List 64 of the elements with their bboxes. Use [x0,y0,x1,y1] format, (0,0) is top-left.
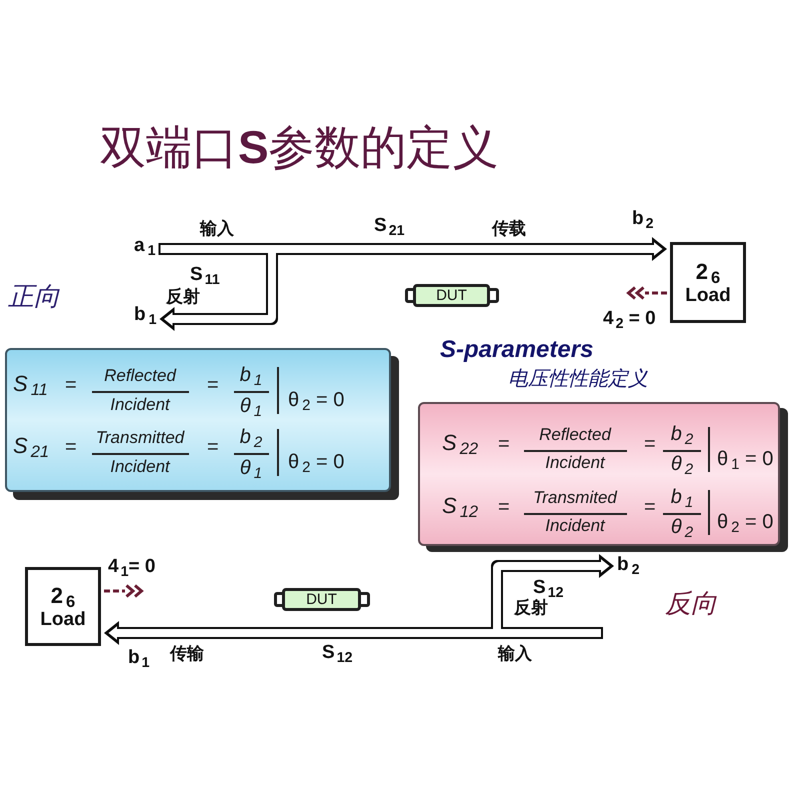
equals-sign: = [498,434,510,454]
edge-label: 4$_{2}$ = 0 [603,309,656,328]
condition: θ$_{2}$ = 0 [717,512,774,532]
signal-label: 反射 [514,599,548,616]
parameter-symbol: S$_{12}$ [442,495,478,517]
equals-sign: = [498,497,510,517]
direction-heading: 正向 [8,283,60,309]
condition: θ$_{1}$ = 0 [717,449,774,469]
condition: θ$_{2}$ = 0 [288,390,344,410]
denominator: Incident [110,458,170,475]
denominator: θ$_{2}$ [670,454,694,474]
signal-label: 传输 [170,645,204,662]
denominator: Incident [110,396,170,413]
load-box [670,242,746,323]
numerator: Transmitted [96,429,184,446]
denominator: θ$_{1}$ [240,458,262,478]
denominator: θ$_{1}$ [240,396,262,416]
parameter-label: S$_{21}$ [374,216,405,235]
formula-panel [5,348,391,492]
section-heading: S-parameters [440,338,594,362]
denominator: θ$_{2}$ [670,517,694,537]
denominator: Incident [545,454,605,471]
numerator: b$_{2}$ [670,424,694,444]
impedance-label: 2$_{6}$ [696,260,720,282]
wave-label: b$_{2}$ [617,555,640,574]
denominator: Incident [545,517,605,534]
signal-label: 反射 [166,288,200,305]
numerator: b$_{1}$ [240,365,262,385]
wave-label: b$_{1}$ [128,648,150,667]
wave-label: b$_{1}$ [134,305,157,324]
numerator: b$_{1}$ [670,487,694,507]
signal-label: 传载 [492,220,526,237]
numerator: Reflected [539,426,611,443]
parameter-symbol: S$_{21}$ [13,435,50,457]
equals-sign: = [207,437,219,457]
numerator: b$_{2}$ [240,427,262,447]
wave-label: a$_{1}$ [134,236,156,255]
load-box [25,567,101,646]
edge-label: 4$_{1}$= 0 [108,557,156,576]
equals-sign: = [644,434,656,454]
dut-box: DUT [413,284,490,307]
parameter-label: S$_{12}$ [322,643,353,662]
parameter-symbol: S$_{11}$ [13,373,48,395]
numerator: Reflected [104,367,176,384]
impedance-label: 2$_{6}$ [50,584,76,606]
signal-label: 输入 [498,645,532,662]
parameter-label: S$_{11}$ [190,265,220,284]
dut-box: DUT [282,588,361,611]
condition: θ$_{2}$ = 0 [288,452,344,472]
signal-label: 输入 [200,220,234,237]
load-label: Load [685,286,731,304]
direction-heading: 反向 [665,590,717,616]
subheading: 电压性性能定义 [508,369,648,389]
numerator: Transmited [533,489,617,506]
title: 双端口S参数的定义 [100,124,499,171]
equals-sign: = [644,497,656,517]
parameter-symbol: S$_{22}$ [442,432,478,454]
load-label: Load [40,610,86,628]
parameter-label: S$_{12}$ [533,578,564,597]
equals-sign: = [65,437,77,457]
equals-sign: = [65,375,77,395]
equals-sign: = [207,375,219,395]
wave-label: b$_{2}$ [632,209,654,228]
formula-panel [418,402,780,546]
